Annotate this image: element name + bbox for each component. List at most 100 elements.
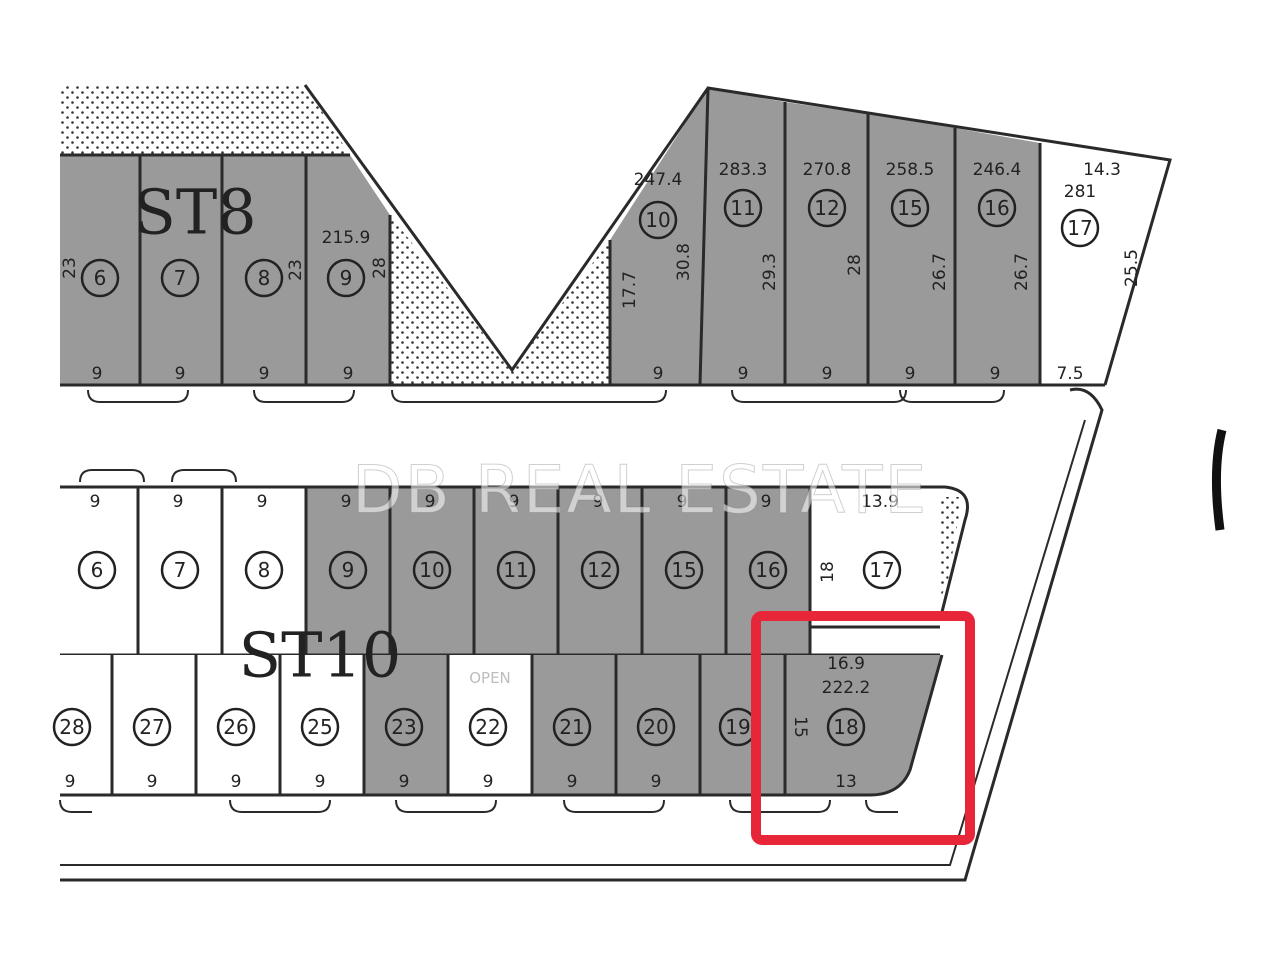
mid-lot-number-9-circle: [328, 550, 368, 590]
block-label-st10: ST10: [239, 619, 402, 692]
mid-lot-number-17-circle: [862, 550, 902, 590]
lot-mid-7[interactable]: [138, 487, 222, 655]
bot-lot-number-26-circle: [216, 707, 256, 747]
lot-top-16[interactable]: [955, 128, 1040, 385]
bot-lot-number-19: 19: [725, 715, 750, 739]
lot-bot-20[interactable]: [616, 655, 700, 795]
bot-frontage-5: 9: [483, 772, 494, 792]
lot-mid-16[interactable]: [726, 487, 810, 655]
lot-top-8[interactable]: [222, 155, 306, 385]
bot-lot-number-23: 23: [391, 715, 416, 739]
mid-lot-number-6: 6: [91, 558, 104, 582]
lot-mid-6[interactable]: [60, 487, 138, 655]
bot-frontage-3: 9: [315, 772, 326, 792]
top-lot-number-6: 6: [94, 266, 107, 290]
lot-top-7[interactable]: [140, 155, 222, 385]
mid-dotted-corner: [940, 497, 962, 600]
top-lot-area-3: 270.8: [803, 160, 852, 180]
lot-top-15[interactable]: [868, 114, 955, 385]
lot-top-17[interactable]: [1040, 143, 1170, 385]
top-lot-number-10: 10: [645, 208, 670, 232]
top-frontage-5: 9: [738, 364, 749, 384]
top-frontage-7: 9: [905, 364, 916, 384]
top-lot-area-6: 281: [1064, 182, 1096, 202]
top-lot-number-8-circle: [244, 258, 284, 298]
top-lot-number-17: 17: [1067, 216, 1092, 240]
top-lot-area-2: 283.3: [719, 160, 768, 180]
mid-lot-number-16: 16: [755, 558, 780, 582]
top-lot-number-11: 11: [730, 196, 755, 220]
right-edge-fragment: [1211, 428, 1227, 531]
top-lot-number-17-circle: [1060, 208, 1100, 248]
top-lot-number-10-circle: [638, 200, 678, 240]
lot-mid-15[interactable]: [642, 487, 726, 655]
lot-mid-9[interactable]: [306, 487, 390, 655]
mid-lot-number-11: 11: [503, 558, 528, 582]
lot-top-10[interactable]: [610, 88, 708, 385]
top-lot-number-7-circle: [160, 258, 200, 298]
mid-lot-number-15: 15: [671, 558, 696, 582]
lot18-depth: 15: [790, 716, 810, 738]
bot-frontage-0: 9: [65, 772, 76, 792]
lot-mid-8[interactable]: [222, 487, 306, 655]
lot-top-6[interactable]: [60, 155, 140, 385]
bot-lot-number-28: 28: [59, 715, 84, 739]
lot-bot-25[interactable]: [280, 655, 364, 795]
top-lot-number-7: 7: [174, 266, 187, 290]
top-lot-number-16-circle: [977, 188, 1017, 228]
top-frontage-4: 9: [653, 364, 664, 384]
top-frontage-2: 9: [259, 364, 270, 384]
top-lot-number-9: 9: [340, 266, 353, 290]
mid-frontage-4: 9: [425, 492, 436, 512]
bot-lot-number-26: 26: [223, 715, 248, 739]
lot-mid-17[interactable]: [810, 487, 940, 627]
mid-lot-number-8: 8: [258, 558, 271, 582]
open-label: OPEN: [469, 669, 511, 687]
mid-frontage-7: 9: [677, 492, 688, 512]
lot-top-11[interactable]: [700, 88, 785, 385]
mid-lot-number-17: 17: [869, 558, 894, 582]
lot-mid-10[interactable]: [390, 487, 474, 655]
top-depth-0: 23: [60, 257, 80, 279]
lot-bot-27[interactable]: [112, 655, 196, 795]
top-lot-number-6-circle: [80, 258, 120, 298]
lot-bot-28[interactable]: [60, 655, 112, 795]
bot-lot-number-18-circle: [826, 707, 866, 747]
top-lot-number-11-circle: [723, 188, 763, 228]
bot-lot-number-22-circle: [468, 707, 508, 747]
mid-lot-number-9: 9: [342, 558, 355, 582]
lot-bot-22[interactable]: [448, 655, 532, 795]
mid-lot-number-12-circle: [580, 550, 620, 590]
lot-top-9[interactable]: [306, 155, 390, 385]
lot-bot-26[interactable]: [196, 655, 280, 795]
lot-mid-11[interactable]: [474, 487, 558, 655]
top-frontage-1: 9: [175, 364, 186, 384]
bot-frontage-7: 9: [651, 772, 662, 792]
bot-lot-number-25-circle: [300, 707, 340, 747]
top-lot-number-16: 16: [984, 196, 1009, 220]
lot-bot-23[interactable]: [364, 655, 448, 795]
top-lot-number-12: 12: [814, 196, 839, 220]
lot-bot-19[interactable]: [700, 655, 785, 795]
top-lot-area-4: 258.5: [886, 160, 935, 180]
mid-frontage-9: 13.9: [861, 492, 899, 512]
top-depth-6: 28: [845, 254, 865, 276]
bot-lot-number-27: 27: [139, 715, 164, 739]
bot-frontage-4: 9: [399, 772, 410, 792]
lot-mid-12[interactable]: [558, 487, 642, 655]
top-frontage-0: 9: [92, 364, 103, 384]
top-depth-3: 17.7: [620, 271, 640, 309]
top-depth-4: 30.8: [674, 243, 694, 281]
lot-top-12[interactable]: [785, 102, 868, 385]
top-depth-8: 26.7: [1012, 253, 1032, 291]
v-reserve-dotted: [390, 215, 610, 385]
mid-frontage-0: 9: [90, 492, 101, 512]
mid-frontage-3: 9: [341, 492, 352, 512]
bot-lot-number-25: 25: [307, 715, 332, 739]
bot-frontage-8: 13: [835, 772, 857, 792]
bot-frontage-6: 9: [567, 772, 578, 792]
lot-bot-21[interactable]: [532, 655, 616, 795]
mid-lot-number-8-circle: [244, 550, 284, 590]
top-frontage-9: 7.5: [1056, 364, 1083, 384]
